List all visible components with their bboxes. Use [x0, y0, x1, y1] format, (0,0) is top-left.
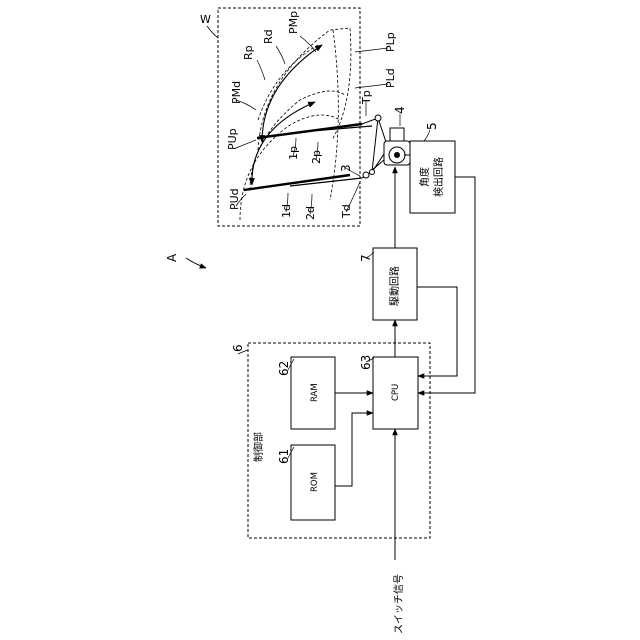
system-label: A — [165, 253, 179, 262]
range-outline-middle — [258, 45, 318, 120]
angle-box — [410, 141, 455, 213]
rom-label: ROM — [310, 472, 320, 492]
pivot-tp — [375, 115, 381, 121]
drive-feedback-line — [417, 287, 457, 376]
angle-leader — [424, 130, 430, 141]
cpu-label: CPU — [391, 384, 401, 401]
label-pud: PUd — [228, 188, 241, 210]
cpu-ref: 63 — [359, 355, 373, 370]
label-rp: Rp — [242, 45, 255, 60]
switch-signal-label: スイッチ信号 — [393, 574, 405, 634]
drive-circuit: 駆動回路 7 — [359, 167, 417, 320]
wiper-assembly: W Rp Rd PMp PLp PLd — [200, 8, 410, 226]
label-rd: Rd — [262, 29, 275, 44]
drive-label: 駆動回路 — [388, 266, 401, 306]
rom-to-cpu-line — [335, 413, 373, 486]
drive-ref: 7 — [359, 254, 373, 262]
swing-arc-driver — [252, 102, 315, 185]
system-label-group: A — [165, 253, 206, 268]
label-pup: PUp — [226, 128, 239, 150]
label-tp: Tp — [360, 90, 373, 105]
range-outline-edge — [330, 30, 338, 200]
system-arrow — [186, 258, 206, 268]
controller-title: 制御部 — [252, 432, 265, 462]
ram-label: RAM — [310, 383, 320, 402]
angle-ref: 5 — [425, 122, 439, 130]
label-pld: PLd — [384, 68, 397, 88]
label-motor: 4 — [393, 106, 407, 114]
window-leader — [207, 26, 218, 38]
angle-label-line1: 角度 — [418, 167, 431, 187]
angle-detection-circuit: 角度 検出回路 5 — [404, 122, 455, 213]
label-pmp: PMp — [287, 11, 300, 34]
label-1p: 1p — [287, 146, 300, 160]
controller: 6 制御部 ROM 61 RAM 62 CPU 63 — [231, 343, 430, 538]
pivot-mid — [370, 170, 375, 175]
label-plp: PLp — [384, 32, 397, 52]
pivot-td — [363, 172, 369, 178]
swing-arc-passenger — [262, 45, 322, 142]
blade-driver-1d — [244, 175, 350, 190]
angle-label-line2: 検出回路 — [432, 157, 445, 197]
controller-ref: 6 — [231, 344, 245, 352]
window-label: W — [200, 13, 211, 26]
